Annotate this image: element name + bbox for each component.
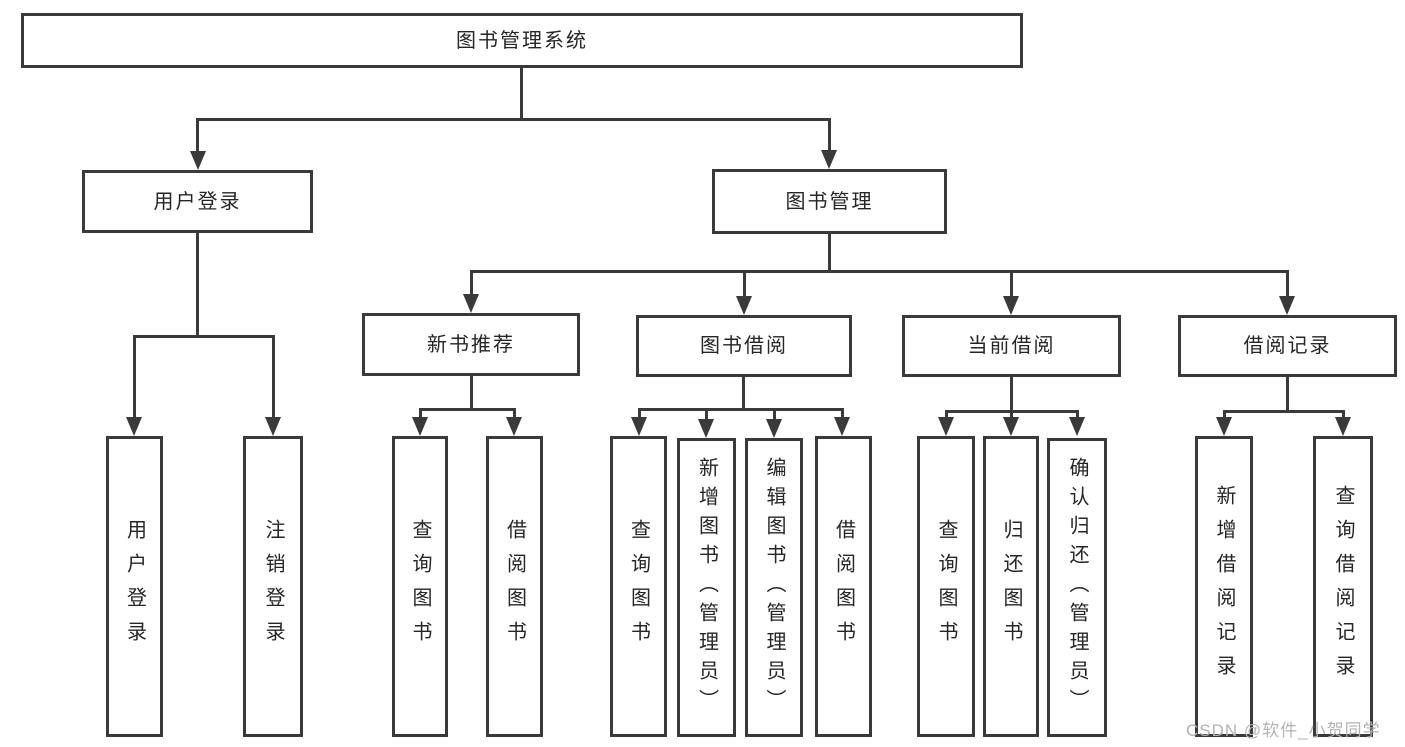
connector-line xyxy=(520,67,523,119)
leaf-query-books-current-label: 查询图书 xyxy=(935,518,957,655)
connector-line xyxy=(705,408,708,421)
leaf-user-login-label: 用户登录 xyxy=(123,518,146,655)
arrow-down-icon xyxy=(938,417,954,436)
connector-line xyxy=(638,408,843,411)
leaf-edit-book-admin: 编辑图书（管理员） xyxy=(745,438,803,737)
leaf-add-book-admin-label: 新增图书（管理员） xyxy=(695,457,718,718)
leaf-confirm-return-admin-label: 确认归还（管理员） xyxy=(1066,457,1088,718)
connector-line xyxy=(1223,410,1344,413)
leaf-confirm-return-admin: 确认归还（管理员） xyxy=(1047,438,1107,737)
arrow-down-icon xyxy=(698,419,714,438)
leaf-add-borrow-record-label: 新增借阅记录 xyxy=(1213,484,1235,689)
connector-line xyxy=(742,376,745,409)
connector-line xyxy=(196,232,199,336)
connector-line xyxy=(197,118,831,121)
node-root: 图书管理系统 xyxy=(21,13,1023,68)
node-borrow-records: 借阅记录 xyxy=(1178,315,1397,377)
connector-line xyxy=(419,408,422,419)
node-current-borrow: 当前借阅 xyxy=(902,315,1121,377)
leaf-return-books: 归还图书 xyxy=(983,436,1039,737)
leaf-logout-login: 注销登录 xyxy=(243,436,303,737)
leaf-user-login: 用户登录 xyxy=(106,436,163,737)
connector-line xyxy=(638,408,641,419)
leaf-return-books-label: 归还图书 xyxy=(1000,518,1022,655)
connector-line xyxy=(1286,270,1289,298)
connector-line xyxy=(1076,410,1079,419)
leaf-borrow-books-recommend: 借阅图书 xyxy=(486,436,543,737)
arrow-down-icon xyxy=(412,417,428,436)
arrow-down-icon xyxy=(1279,296,1295,315)
connector-line xyxy=(1223,410,1226,419)
arrow-down-icon xyxy=(1003,296,1019,315)
arrow-down-icon xyxy=(126,417,142,436)
node-user-login: 用户登录 xyxy=(82,170,313,233)
leaf-query-borrow-record-label: 查询借阅记录 xyxy=(1332,484,1354,689)
leaf-query-books-current: 查询图书 xyxy=(917,436,975,737)
connector-line xyxy=(470,270,1288,273)
arrow-down-icon xyxy=(463,294,479,313)
leaf-query-books-borrow: 查询图书 xyxy=(610,436,667,737)
node-book-borrow-label: 图书借阅 xyxy=(700,335,788,357)
connector-line xyxy=(133,335,136,419)
node-book-management: 图书管理 xyxy=(712,169,947,234)
connector-line xyxy=(1010,376,1013,411)
node-book-borrow: 图书借阅 xyxy=(636,315,852,377)
node-borrow-records-label: 借阅记录 xyxy=(1243,335,1332,357)
connector-line xyxy=(1342,410,1345,419)
leaf-borrow-books-recommend-label: 借阅图书 xyxy=(503,518,526,655)
node-user-login-label: 用户登录 xyxy=(153,190,242,213)
leaf-add-borrow-record: 新增借阅记录 xyxy=(1195,436,1253,737)
leaf-query-books-borrow-label: 查询图书 xyxy=(627,518,650,655)
arrow-down-icon xyxy=(1335,417,1351,436)
arrow-down-icon xyxy=(265,417,281,436)
arrow-down-icon xyxy=(506,417,522,436)
leaf-query-books-recommend-label: 查询图书 xyxy=(409,518,431,655)
connector-line xyxy=(1286,376,1289,411)
leaf-logout-login-label: 注销登录 xyxy=(262,518,284,655)
leaf-edit-book-admin-label: 编辑图书（管理员） xyxy=(763,457,785,718)
leaf-borrow-books-borrow-label: 借阅图书 xyxy=(832,518,855,655)
node-root-label: 图书管理系统 xyxy=(456,29,588,52)
arrow-down-icon xyxy=(834,417,850,436)
arrow-down-icon xyxy=(736,296,752,315)
csdn-watermark: CSDN @软件_小贺同学 xyxy=(1186,721,1381,740)
node-new-book-recommend-label: 新书推荐 xyxy=(427,333,515,356)
arrow-down-icon xyxy=(821,150,837,169)
connector-line xyxy=(828,118,831,152)
connector-line xyxy=(196,118,199,153)
leaf-query-books-recommend: 查询图书 xyxy=(392,436,448,737)
arrow-down-icon xyxy=(1216,417,1232,436)
leaf-borrow-books-borrow: 借阅图书 xyxy=(815,436,872,737)
node-book-management-label: 图书管理 xyxy=(785,190,874,213)
connector-line xyxy=(272,335,275,419)
connector-line xyxy=(1010,270,1013,298)
connector-line xyxy=(513,408,516,419)
connector-line xyxy=(828,233,831,271)
connector-line xyxy=(419,408,516,411)
arrow-down-icon xyxy=(1069,417,1085,436)
arrow-down-icon xyxy=(631,417,647,436)
connector-line xyxy=(470,270,473,296)
leaf-query-borrow-record: 查询借阅记录 xyxy=(1313,436,1373,737)
connector-line xyxy=(133,335,275,338)
node-current-borrow-label: 当前借阅 xyxy=(967,335,1056,357)
connector-line xyxy=(1010,410,1013,419)
connector-line xyxy=(743,270,746,298)
arrow-down-icon xyxy=(766,419,782,438)
connector-line xyxy=(841,408,844,419)
arrow-down-icon xyxy=(190,151,206,170)
node-new-book-recommend: 新书推荐 xyxy=(362,313,580,376)
arrow-down-icon xyxy=(1003,417,1019,436)
leaf-add-book-admin: 新增图书（管理员） xyxy=(677,438,736,737)
connector-line xyxy=(945,410,948,419)
connector-line xyxy=(773,408,776,421)
connector-line xyxy=(470,375,473,409)
